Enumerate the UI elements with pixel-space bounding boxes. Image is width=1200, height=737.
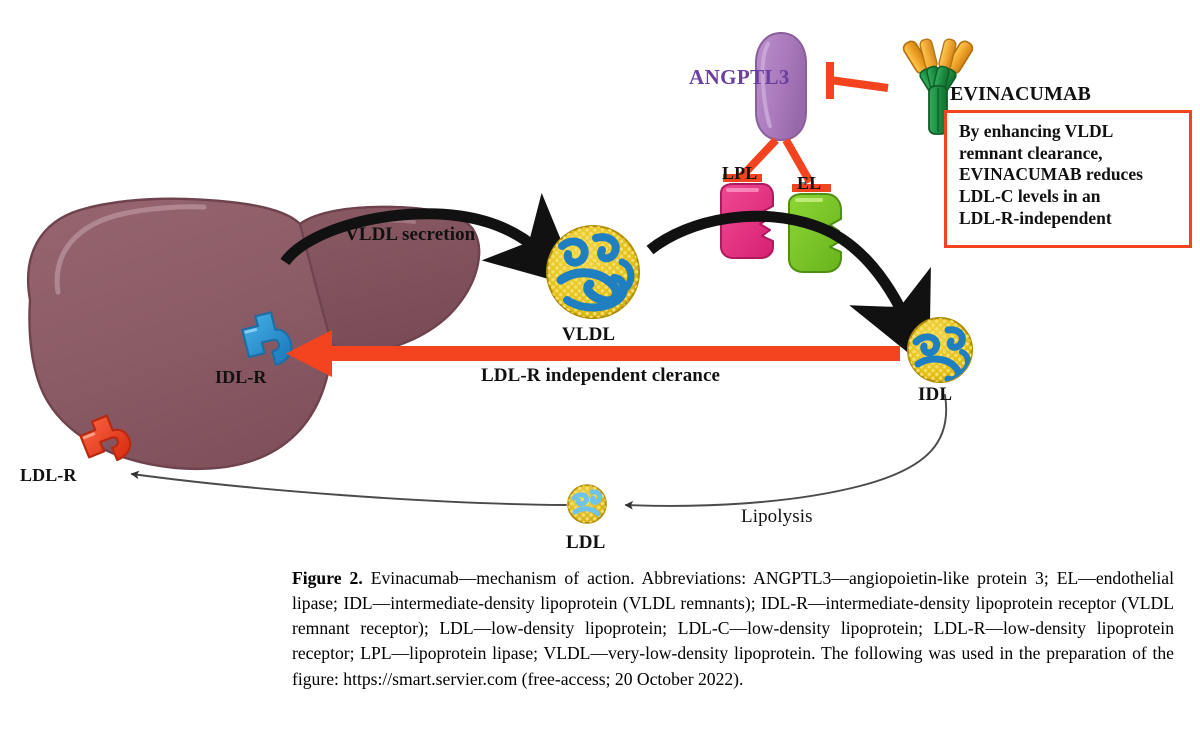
figure-caption: Figure 2. Evinacumab—mechanism of action… xyxy=(292,566,1174,692)
angptl3-inhibits-lpl-arrow xyxy=(723,137,779,182)
idl-receptor-icon xyxy=(241,311,293,366)
evinacumab-callout-box: By enhancing VLDL remnant clearance, EVI… xyxy=(944,110,1192,248)
angptl3-label: ANGPTL3 xyxy=(689,65,790,89)
lipolysis-label: Lipolysis xyxy=(741,506,813,527)
evinacumab-label: EVINACUMAB xyxy=(950,83,1091,105)
vldl-particle-icon xyxy=(546,225,640,319)
el-label: EL xyxy=(797,173,822,193)
angptl3-inhibits-el-arrow xyxy=(782,138,831,192)
vldl-to-idl-arrow xyxy=(646,210,931,370)
idl-receptor-label: IDL-R xyxy=(215,367,267,387)
ldl-receptor-label: LDL-R xyxy=(20,465,77,485)
ldl-label: LDL xyxy=(566,532,606,553)
figure-caption-body: Evinacumab—mechanism of action. Abbrevia… xyxy=(292,568,1174,689)
lipolysis-arrow xyxy=(624,394,948,510)
vldl-secretion-arrow xyxy=(280,192,581,288)
evinacumab-antibody-icon xyxy=(902,38,974,135)
ldl-particle-icon xyxy=(567,484,607,524)
evinacumab-callout-text: By enhancing VLDL remnant clearance, EVI… xyxy=(959,121,1143,228)
ldlr-independent-clearance-arrow xyxy=(286,330,900,377)
vldl-label: VLDL xyxy=(562,324,616,345)
ldlr-independent-clearance-label: LDL-R independent clerance xyxy=(481,365,721,386)
idl-particle-icon xyxy=(907,317,973,383)
vldl-secretion-label: VLDL secretion xyxy=(345,224,476,245)
ldl-receptor-icon xyxy=(79,414,132,462)
lpl-label: LPL xyxy=(722,163,758,183)
diagram-canvas: ANGPTL3 EVINACUMAB LPL EL VLDL secretion… xyxy=(20,31,1192,553)
diagram-graphics xyxy=(26,31,974,524)
evinacumab-inhibition-arrow xyxy=(826,62,889,99)
angptl3-protein-icon xyxy=(755,31,807,142)
figure-caption-label: Figure 2. xyxy=(292,568,363,588)
ldl-uptake-arrow xyxy=(130,470,567,506)
idl-label: IDL xyxy=(918,384,953,405)
